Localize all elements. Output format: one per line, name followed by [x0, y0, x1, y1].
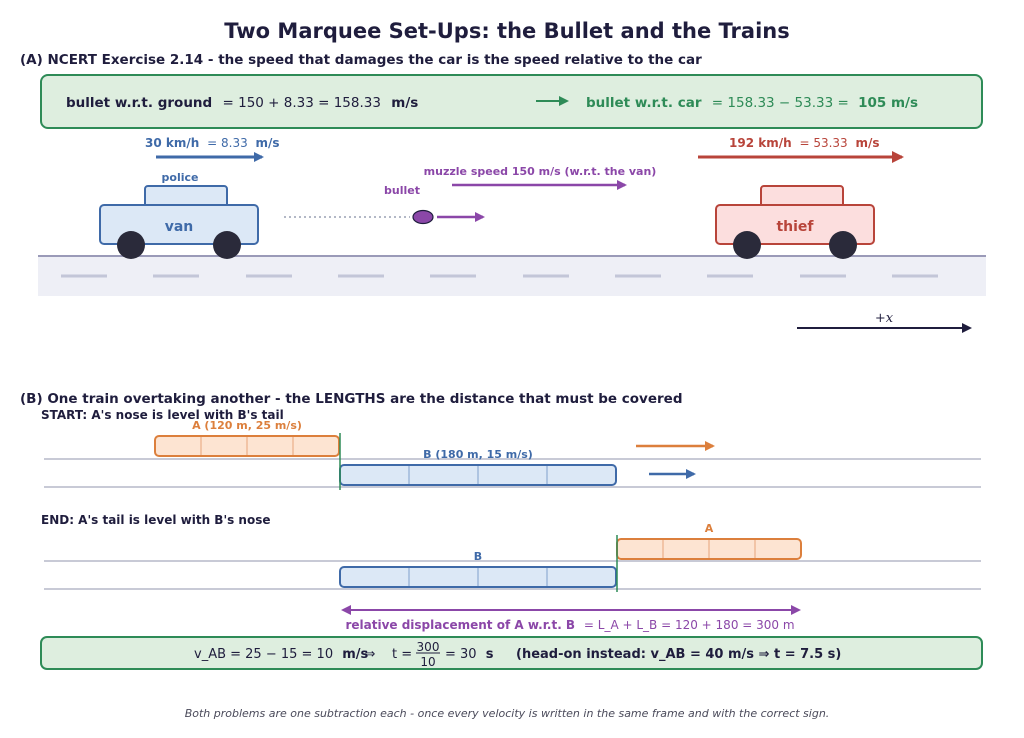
- train-b-end: [339, 566, 617, 588]
- bullet-icon: [412, 209, 434, 225]
- footer-note: Both problems are one subtraction each -…: [185, 707, 830, 720]
- page-title: Two Marquee Set-Ups: the Bullet and the …: [224, 19, 789, 43]
- van-speed-kmh: 30 km/h: [145, 136, 199, 150]
- positive-x-label: +x: [875, 311, 894, 326]
- ground-frame-equation: bullet w.r.t. ground = 150 + 8.33 = 158.…: [66, 95, 418, 111]
- thief-speed-kmh: 192 km/h: [729, 136, 792, 150]
- thief-speed-ms: = 53.33: [799, 136, 847, 150]
- van-label: van: [165, 219, 194, 235]
- train-b-start-label: B (180 m, 15 m/s): [423, 448, 533, 461]
- police-van: police van: [99, 171, 259, 259]
- car-frame-equation: bullet w.r.t. car = 158.33 − 53.33 = 105…: [586, 95, 918, 111]
- train-a-start: [154, 435, 340, 457]
- train-a-end-label: A: [705, 522, 714, 535]
- ground-frame-eq: = 150 + 8.33 = 158.33: [223, 95, 381, 111]
- relative-velocity-equation: v_AB = 25 − 15 = 10 m/s: [194, 647, 369, 662]
- thief-label: thief: [776, 219, 814, 235]
- train-a-end: [616, 538, 802, 560]
- implies-icon: ⇒: [365, 647, 376, 662]
- relative-velocity-eq: v_AB = 25 − 15 = 10: [194, 647, 333, 662]
- car-frame-value: 105 m/s: [858, 95, 918, 111]
- van-tag: police: [162, 171, 199, 184]
- time-numerator: 300: [417, 640, 440, 654]
- thief-speed-label: 192 km/h = 53.33 m/s: [729, 136, 880, 150]
- start-label: START: A's nose is level with B's tail: [41, 408, 284, 422]
- van-wheel-rear: [117, 231, 145, 259]
- time-unit: s: [486, 647, 494, 662]
- car-frame-eq: = 158.33 − 53.33 =: [712, 95, 849, 111]
- relative-velocity-unit: m/s: [342, 647, 368, 662]
- train-a-start-label: A (120 m, 25 m/s): [192, 419, 302, 432]
- thief-speed-unit: m/s: [856, 136, 880, 150]
- car-frame-label: bullet w.r.t. car: [586, 95, 702, 111]
- van-cabin: [144, 185, 228, 208]
- head-on-note: (head-on instead: v_AB = 40 m/s ⇒ t = 7.…: [516, 647, 841, 662]
- part-a-heading: (A) NCERT Exercise 2.14 - the speed that…: [20, 52, 702, 68]
- van-speed-label: 30 km/h = 8.33 m/s: [145, 136, 280, 150]
- train-b-start: [339, 464, 617, 486]
- thief-cabin: [760, 185, 844, 208]
- bullet-label: bullet: [384, 184, 420, 197]
- end-label: END: A's tail is level with B's nose: [41, 513, 271, 527]
- time-rhs: = 30: [445, 647, 477, 662]
- part-b-heading: (B) One train overtaking another - the L…: [20, 391, 682, 407]
- ground-frame-label: bullet w.r.t. ground: [66, 95, 212, 111]
- part-b-formula-box: [40, 636, 983, 670]
- train-b-end-label: B: [474, 550, 482, 563]
- ground-frame-unit: m/s: [391, 95, 418, 111]
- thief-car: thief: [715, 185, 875, 259]
- relative-displacement-text: relative displacement of A w.r.t. B: [345, 618, 575, 632]
- time-denominator: 10: [420, 655, 435, 669]
- relative-displacement-eq: = L_A + L_B = 120 + 180 = 300 m: [584, 618, 795, 632]
- van-wheel-front: [213, 231, 241, 259]
- part-a-result-box: [40, 74, 983, 129]
- time-lhs: t =: [392, 647, 412, 662]
- relative-displacement-label: relative displacement of A w.r.t. B = L_…: [345, 618, 794, 632]
- thief-wheel-rear: [733, 231, 761, 259]
- van-speed-unit: m/s: [256, 136, 280, 150]
- van-speed-ms: = 8.33: [207, 136, 248, 150]
- muzzle-speed-label: muzzle speed 150 m/s (w.r.t. the van): [424, 165, 657, 178]
- thief-wheel-front: [829, 231, 857, 259]
- time-result: = 30 s: [445, 647, 494, 662]
